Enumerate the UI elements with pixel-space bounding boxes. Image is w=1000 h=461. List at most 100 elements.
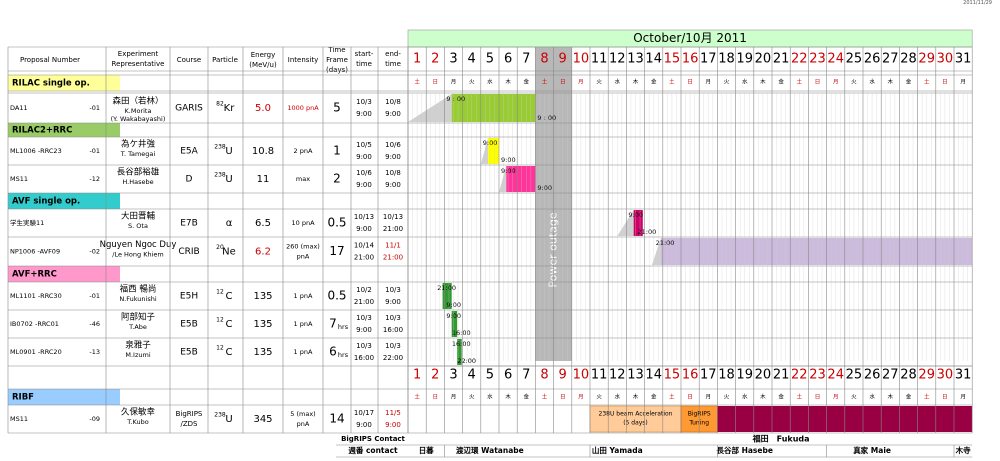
row-6-name: 阿部知子 [121,312,156,323]
mid-day-1: 1 [413,368,421,383]
row-2-suffix: -12 [89,175,100,183]
mid-day-12: 12 [609,368,626,383]
mid-day-14: 14 [645,368,662,383]
top-weekday-29: 土 [924,78,930,86]
top-weekday-17: 月 [706,79,712,86]
mid-day-18: 18 [718,368,735,383]
header-particle: Particle [212,56,238,64]
top-weekday-20: 木 [760,78,766,86]
mid-day-19: 19 [736,368,753,383]
mid-weekday-4: 火 [469,395,475,401]
row-2-bar [506,166,536,192]
top-weekday-3: 月 [451,79,457,86]
row-0-name-en: K.Morita [125,107,152,115]
row-3-start-time: 9:00 [356,225,372,233]
row-7-intensity: 1 pnA [294,348,313,356]
mid-weekday-23: 日 [815,394,821,401]
mid-weekday-20: 木 [760,393,766,401]
top-day-10: 10 [573,52,590,67]
row-2-proposal: MS11 [10,175,28,183]
row-4-element: Ne [222,247,236,258]
top-day-21: 21 [773,52,790,67]
group-band-0 [8,75,120,91]
mid-day-13: 13 [627,368,644,383]
row-1-mass: 238 [214,144,226,151]
row-8-energy: 345 [253,414,272,425]
top-day-15: 15 [664,52,681,67]
row-2-end-date: 10/8 [385,169,401,177]
top-day-17: 17 [700,52,717,67]
row-5-bar [442,283,452,309]
month-title: October/10月 2011 [633,31,747,45]
top-weekday-15: 土 [669,78,675,86]
top-weekday-8: 土 [542,78,548,86]
mid-weekday-18: 火 [724,395,730,401]
top-day-19: 19 [736,52,753,67]
row-6-start-time: 9:00 [356,326,372,334]
mid-weekday-29: 土 [924,393,930,401]
row-2-element: U [225,174,232,185]
mid-day-9: 9 [559,368,567,383]
row-8-name: 久保敏幸 [121,407,156,418]
row-5-element: C [226,291,233,302]
row-3-end-date: 10/13 [383,213,403,221]
row-7-name: 泉雅子 [125,340,151,351]
row-6-suffix: -46 [89,320,100,328]
mid-day-23: 23 [809,368,826,383]
weekly-contact-2: 山田 Yamada [592,445,643,455]
mid-day-22: 22 [791,368,808,383]
mid-weekday-5: 水 [487,393,493,401]
mid-weekday-6: 木 [505,393,511,401]
power-outage-label: Power outage [547,212,560,287]
row-4-start-date: 10/14 [354,242,375,250]
top-day-13: 13 [627,52,644,67]
row-0-intensity: 1000 pnA [287,104,319,112]
row-0-start-date: 10/3 [356,98,372,106]
row-8-intensity-unit: pnA [297,420,310,428]
weekly-contact-label: 週番 contact [348,445,398,455]
mid-weekday-17: 月 [706,394,712,401]
row-4-name-en: /Le Hong Khiem [112,251,163,259]
top-day-4: 4 [468,52,476,67]
row-7-name-en: M.Izumi [125,351,150,359]
row-6-intensity: 1 pnA [294,320,313,328]
gantt-label-1: 9 : 00 [537,114,556,122]
top-weekday-16: 日 [687,79,693,86]
row-7-course: E5B [180,348,198,358]
row-0-end-date: 10/8 [385,98,401,106]
gantt-label-8: 21:00 [656,239,675,247]
row-8-time: 14 [329,412,344,426]
row-8-end-time: 9:00 [385,421,401,429]
mid-weekday-28: 金 [906,393,912,401]
header-end: end- [385,50,401,58]
top-day-2: 2 [431,52,439,67]
row-8-element: U [225,414,232,425]
top-weekday-22: 土 [797,78,803,86]
top-day-22: 22 [791,52,808,67]
bigrips-contact-person: 福田 Fukuda [752,434,810,444]
row-5-energy: 135 [253,291,272,302]
mid-weekday-12: 水 [615,393,621,401]
gantt-label-10: 9:00 [446,301,461,309]
gantt-label-11: 9:00 [446,312,461,320]
row-2-end-time: 9:00 [385,181,401,189]
top-day-8: 8 [540,52,548,67]
mid-weekday-19: 水 [742,393,748,401]
top-day-20: 20 [755,52,772,67]
row-8-start-date: 10/17 [354,409,374,417]
mid-day-26: 26 [864,368,881,383]
mid-weekday-24: 月 [833,394,839,401]
row-2-time: 2 [333,172,341,186]
row-4-course: CRIB [178,247,199,257]
ribf-tuning-label2: Tuning [688,420,709,427]
header-experiment: Experiment [118,50,159,58]
row-4-energy: 6.2 [255,247,271,258]
header-course: Course [177,56,201,64]
row-3-element: α [226,218,233,229]
weekly-contact-3: 長谷部 Hasebe [716,445,772,455]
row-7-end-date: 10/3 [385,342,401,350]
row-3-setup-wedge [617,210,634,236]
row-5-name-en: N.Fukunishi [119,295,157,303]
mid-day-29: 29 [918,368,935,383]
ribf-acceleration-label: 238U beam Acceleration [599,411,673,418]
